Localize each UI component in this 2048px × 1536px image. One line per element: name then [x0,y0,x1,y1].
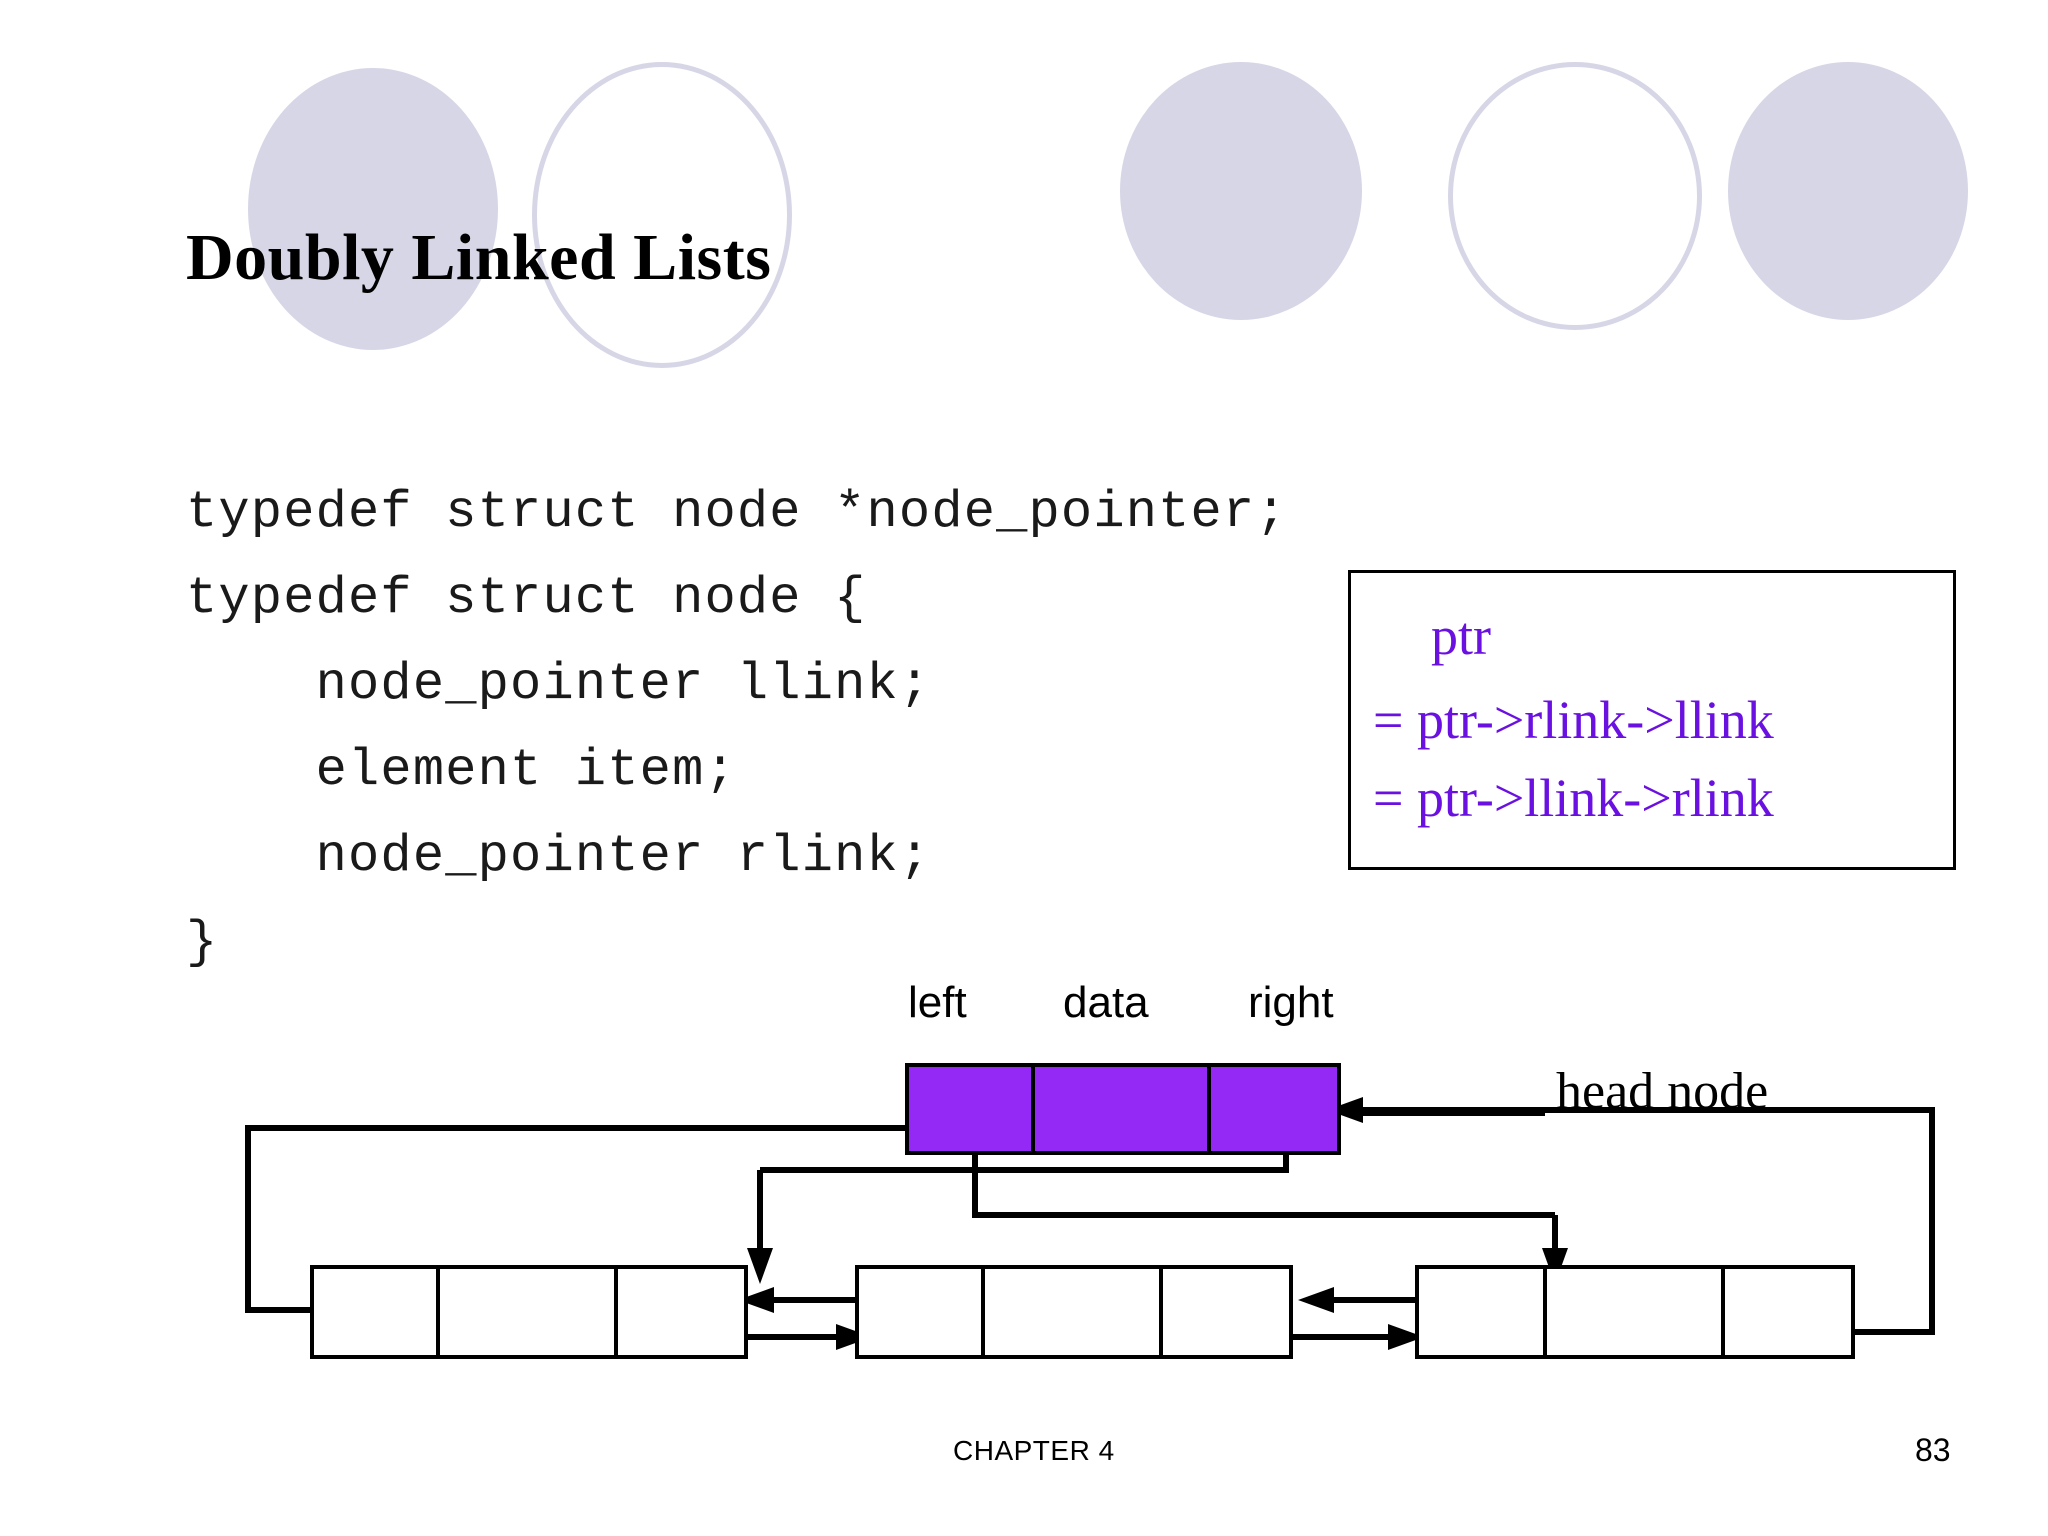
node-list-1 [310,1265,748,1359]
node-list-3-cell-right [1725,1269,1851,1355]
node-head-cell-right [1211,1067,1337,1151]
wire-head-llink [972,1125,1555,1218]
node-list-2-cell-right [1163,1269,1289,1355]
node-list-1-cell-right [618,1269,744,1355]
field-label-right: right [1248,978,1334,1027]
arrowhead-n1-rlink [836,1324,872,1350]
node-head-cell-data [1034,1067,1212,1151]
callout-line-2: = ptr->rlink->llink [1373,690,1774,750]
node-list-3-cell-data [1547,1269,1726,1355]
ptr-identity-callout: ptr = ptr->rlink->llink = ptr->llink->rl… [1348,570,1956,870]
node-list-3-cell-left [1419,1269,1547,1355]
arrowhead-n2-llink [738,1287,774,1313]
node-list-1-cell-left [314,1269,440,1355]
node-list-3 [1415,1265,1855,1359]
field-label-left: left [908,978,967,1027]
node-head [905,1063,1341,1155]
code-block: typedef struct node *node_pointer; typed… [186,483,1288,972]
arrowhead-n2-rlink [1388,1324,1424,1350]
wire-right-loop [1362,1107,1935,1335]
node-head-cell-left [909,1067,1035,1151]
page-title: Doubly Linked Lists [186,221,772,294]
node-list-2-cell-left [859,1269,985,1355]
node-list-1-cell-data [440,1269,619,1355]
node-list-2 [855,1265,1293,1359]
field-label-data: data [1063,978,1149,1027]
node-list-2-cell-data [985,1269,1164,1355]
arrowhead-head-rlink-down [747,1248,773,1284]
callout-line-1: ptr [1431,606,1491,666]
footer-page-number: 83 [1915,1432,1951,1468]
footer-chapter: CHAPTER 4 [953,1435,1115,1466]
arrowhead-right-loop [1327,1097,1363,1123]
arrowhead-n3-llink [1298,1287,1334,1313]
callout-line-3: = ptr->llink->rlink [1373,768,1774,828]
